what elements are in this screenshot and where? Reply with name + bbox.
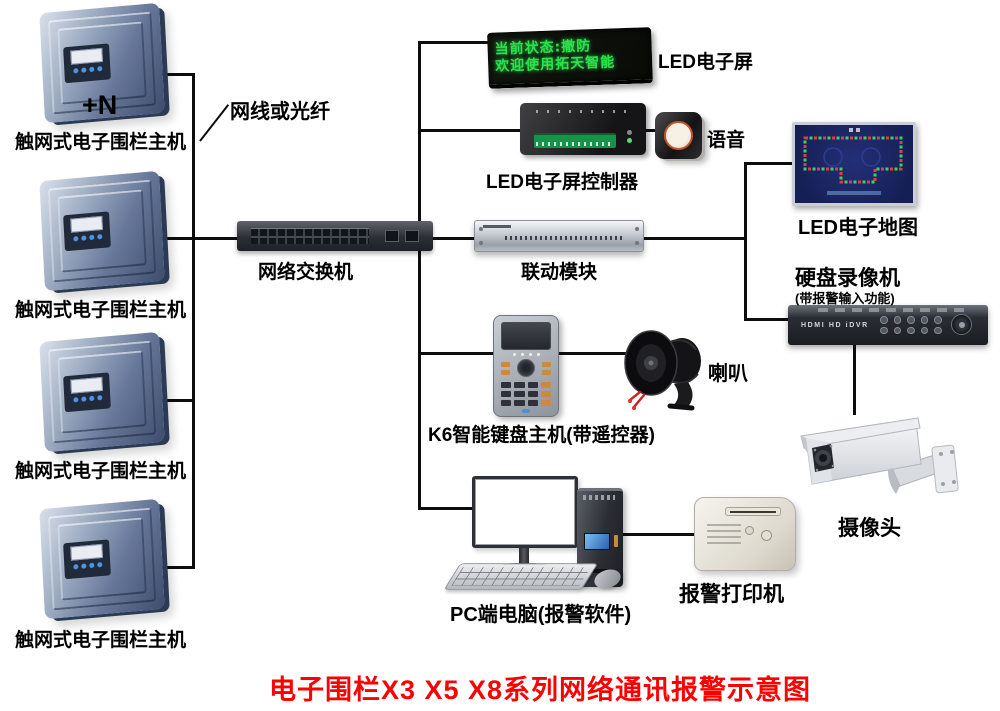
dvr-jog-dial <box>951 314 972 335</box>
led-map-dots <box>803 128 903 195</box>
k6-number-keys <box>501 382 551 406</box>
pc-keyboard <box>443 563 599 590</box>
led-screen-label: LED电子屏 <box>658 52 754 73</box>
horn-siren-device <box>624 330 701 411</box>
dvr-panel-text: HDMI HD iDVR <box>801 322 869 329</box>
k6-label: K6智能键盘主机(带遥控器) <box>428 425 655 446</box>
linkage-label: 联动模块 <box>521 262 598 283</box>
wire-dvr-camera <box>853 345 856 415</box>
fence-host-label-2: 触网式电子围栏主机 <box>14 300 186 321</box>
wire-host2-branch <box>142 237 194 240</box>
diagram-title: 电子围栏X3 X5 X8系列网络通讯报警示意图 <box>268 675 812 705</box>
pc-monitor <box>472 476 578 548</box>
fence-host-panel <box>63 372 111 413</box>
k6-screen <box>501 322 551 350</box>
wire-right-vertical <box>744 162 747 321</box>
dvr-label: 硬盘录像机 <box>795 267 900 290</box>
fence-host-device-3 <box>39 331 165 453</box>
wire-host1-branch <box>138 73 194 76</box>
led-controller-label: LED电子屏控制器 <box>486 172 639 193</box>
wire-led-branch <box>421 41 499 44</box>
wire-map-branch <box>747 162 795 165</box>
fence-host-device-2 <box>39 170 165 292</box>
led-controller-device <box>520 103 646 155</box>
switch-label: 网络交换机 <box>258 262 354 283</box>
fence-host-label-1: 触网式电子围栏主机 <box>14 132 186 153</box>
dvr-device: HDMI HD iDVR <box>788 305 988 345</box>
dvr-buttons <box>880 316 942 334</box>
voice-label: 语音 <box>707 130 746 151</box>
voice-speaker-device <box>655 112 702 159</box>
wire-pc-printer <box>622 533 702 536</box>
wire-switch-row <box>194 237 747 240</box>
wire-host4-branch <box>142 566 194 569</box>
wire-host-bus <box>192 73 195 569</box>
dvr-sublabel: (带报警输入功能) <box>795 291 895 306</box>
camera-device <box>800 417 959 494</box>
switch-ports <box>251 228 369 244</box>
fence-host-label-4: 触网式电子围栏主机 <box>14 630 186 651</box>
pc-monitor-stand <box>519 548 529 565</box>
fence-host-panel <box>63 43 111 84</box>
printer-paper-slot <box>725 507 781 516</box>
camera-label: 摄像头 <box>838 517 901 540</box>
wire-pc-branch <box>421 507 483 510</box>
alarm-printer-device <box>694 497 796 571</box>
wire-host3-branch <box>142 399 194 402</box>
cable-annotation: 网线或光纤 <box>230 101 330 123</box>
printer-label: 报警打印机 <box>679 583 784 606</box>
linkage-module-device <box>474 220 644 252</box>
fence-host-device-4 <box>39 498 165 620</box>
switch-uplink-ports <box>385 230 419 242</box>
fence-host-panel <box>63 539 111 580</box>
wire-main-trunk <box>418 41 421 510</box>
fence-host-label-3: 触网式电子围栏主机 <box>14 461 186 482</box>
led-map-device <box>792 122 916 206</box>
pc-tower-display <box>584 533 610 550</box>
k6-keypad-device <box>493 315 559 417</box>
controller-terminal-block <box>534 133 616 148</box>
wire-dvr-branch <box>747 318 791 321</box>
wire-cable-callout <box>199 104 230 142</box>
k6-dpad <box>517 359 535 377</box>
led-map-label: LED电子地图 <box>798 217 918 239</box>
host-count-tag: +N <box>82 90 118 120</box>
horn-label: 喇叭 <box>708 363 748 385</box>
fence-host-panel <box>63 211 111 252</box>
network-switch-device <box>237 221 433 251</box>
led-screen-device: 当前状态:撤防 欢迎使用拓天智能 <box>487 27 653 89</box>
pc-label: PC端电脑(报警软件) <box>450 604 632 626</box>
